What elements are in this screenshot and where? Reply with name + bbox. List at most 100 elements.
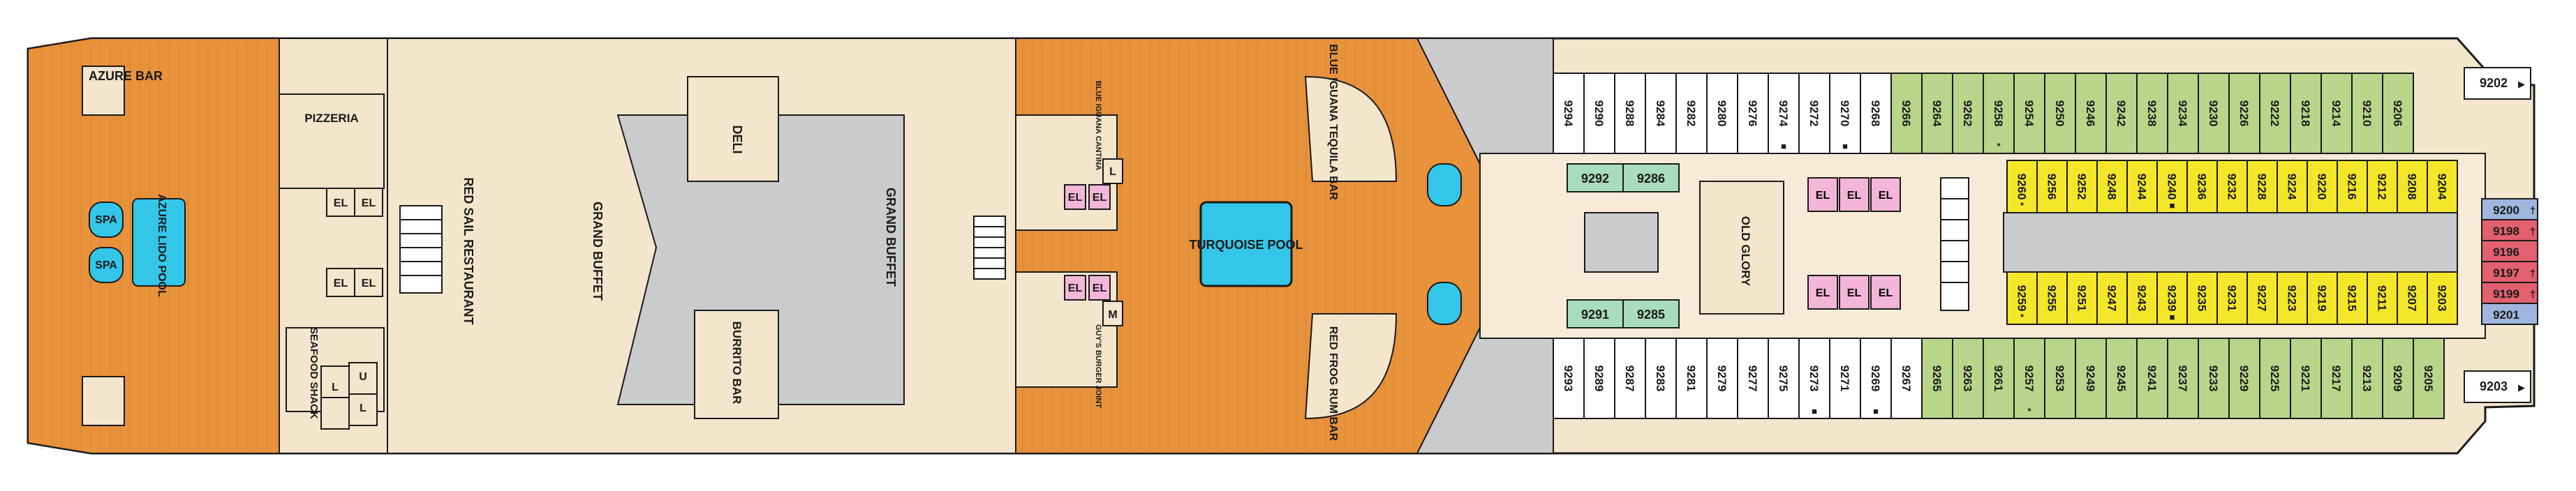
- elevator-5[interactable]: EL: [1839, 275, 1870, 310]
- cabin-9213[interactable]: 9213: [2351, 338, 2383, 419]
- cabin-9222[interactable]: 9222: [2259, 73, 2291, 154]
- cabin-9265[interactable]: 9265: [1921, 338, 1953, 419]
- cabin-9244[interactable]: 9244: [2126, 160, 2158, 213]
- cabin-9289[interactable]: 9289: [1583, 338, 1615, 419]
- cabin-9232[interactable]: 9232: [2216, 160, 2248, 213]
- cabin-9212[interactable]: 9212: [2367, 160, 2398, 213]
- cabin-9235[interactable]: 9235: [2186, 271, 2218, 325]
- cabin-9233[interactable]: 9233: [2198, 338, 2230, 419]
- cabin-9237[interactable]: 9237: [2167, 338, 2199, 419]
- cabin-9217[interactable]: 9217: [2320, 338, 2353, 419]
- cabin-9252[interactable]: 9252: [2066, 160, 2098, 213]
- cabin-9264[interactable]: 9264: [1921, 73, 1953, 154]
- cabin-9287[interactable]: 9287: [1614, 338, 1646, 419]
- cabin-9202[interactable]: 9202▶: [2464, 67, 2531, 100]
- cabin-9282[interactable]: 9282: [1675, 73, 1708, 154]
- cabin-9196[interactable]: 9196: [2481, 240, 2538, 262]
- cabin-9227[interactable]: 9227: [2246, 271, 2278, 325]
- cabin-9203[interactable]: 9203▶: [2464, 370, 2531, 403]
- azure-lido-pool[interactable]: [132, 198, 186, 287]
- cabin-9259[interactable]: 9259*: [2006, 271, 2038, 325]
- cabin-9231[interactable]: 9231: [2216, 271, 2248, 325]
- cabin-9280[interactable]: 9280: [1706, 73, 1738, 154]
- cabin-9284[interactable]: 9284: [1645, 73, 1677, 154]
- cabin-9281[interactable]: 9281: [1675, 338, 1708, 419]
- cabin-9263[interactable]: 9263: [1952, 338, 1984, 419]
- whirlpool-1[interactable]: [1427, 163, 1462, 206]
- cabin-9199[interactable]: 9199†: [2481, 282, 2538, 304]
- cabin-9230[interactable]: 9230: [2198, 73, 2230, 154]
- cabin-9216[interactable]: 9216: [2337, 160, 2368, 213]
- cabin-9214[interactable]: 9214: [2320, 73, 2353, 154]
- cabin-9293[interactable]: 9293: [1553, 338, 1585, 419]
- cabin-9228[interactable]: 9228: [2246, 160, 2278, 213]
- cabin-9242[interactable]: 9242: [2105, 73, 2138, 154]
- cabin-9204[interactable]: 9204: [2427, 160, 2458, 213]
- elevator-3[interactable]: EL: [1870, 177, 1901, 212]
- cabin-9226[interactable]: 9226: [2228, 73, 2260, 154]
- cabin-9272[interactable]: 9272: [1798, 73, 1830, 154]
- spa-2[interactable]: [89, 247, 124, 283]
- cabin-9245[interactable]: 9245: [2105, 338, 2138, 419]
- cabin-9241[interactable]: 9241: [2136, 338, 2168, 419]
- cabin-9256[interactable]: 9256: [2036, 160, 2068, 213]
- cabin-9258[interactable]: 9258*: [1983, 73, 2015, 154]
- cabin-9229[interactable]: 9229: [2228, 338, 2260, 419]
- cabin-9234[interactable]: 9234: [2167, 73, 2199, 154]
- cabin-9209[interactable]: 9209: [2382, 338, 2414, 419]
- cabin-9224[interactable]: 9224: [2277, 160, 2308, 213]
- cabin-9290[interactable]: 9290: [1583, 73, 1615, 154]
- cabin-9255[interactable]: 9255: [2036, 271, 2068, 325]
- cabin-9215[interactable]: 9215: [2337, 271, 2368, 325]
- cabin-9248[interactable]: 9248: [2096, 160, 2128, 213]
- cabin-9260[interactable]: 9260*: [2006, 160, 2038, 213]
- cabin-9206[interactable]: 9206: [2382, 73, 2414, 154]
- elevator-1[interactable]: EL: [1807, 177, 1838, 212]
- turquoise-pool[interactable]: [1199, 201, 1293, 287]
- cabin-9198[interactable]: 9198†: [2481, 219, 2538, 241]
- cabin-9203[interactable]: 9203: [2427, 271, 2458, 325]
- cabin-9276[interactable]: 9276: [1737, 73, 1769, 154]
- cabin-9221[interactable]: 9221: [2290, 338, 2322, 419]
- cabin-9218[interactable]: 9218: [2290, 73, 2322, 154]
- whirlpool-2[interactable]: [1427, 282, 1462, 325]
- cabin-9249[interactable]: 9249: [2075, 338, 2107, 419]
- cabin-9262[interactable]: 9262: [1952, 73, 1984, 154]
- cabin-9243[interactable]: 9243: [2126, 271, 2158, 325]
- cabin-9270[interactable]: 9270■: [1829, 73, 1861, 154]
- cabin-9238[interactable]: 9238: [2136, 73, 2168, 154]
- cabin-9253[interactable]: 9253: [2044, 338, 2076, 419]
- spa-1[interactable]: [89, 202, 124, 238]
- cabin-9257[interactable]: 9257*: [2013, 338, 2045, 419]
- cabin-9274[interactable]: 9274■: [1768, 73, 1800, 154]
- cabin-9236[interactable]: 9236: [2186, 160, 2218, 213]
- cabin-9220[interactable]: 9220: [2307, 160, 2338, 213]
- cabin-9250[interactable]: 9250: [2044, 73, 2076, 154]
- elevator-4[interactable]: EL: [1807, 275, 1838, 310]
- cabin-9205[interactable]: 9205: [2413, 338, 2445, 419]
- cabin-9200[interactable]: 9200†: [2481, 198, 2538, 220]
- cabin-9223[interactable]: 9223: [2277, 271, 2308, 325]
- cabin-9288[interactable]: 9288: [1614, 73, 1646, 154]
- cabin-9285[interactable]: 9285: [1622, 299, 1680, 328]
- cabin-9210[interactable]: 9210: [2351, 73, 2383, 154]
- cabin-9266[interactable]: 9266: [1890, 73, 1923, 154]
- cabin-9225[interactable]: 9225: [2259, 338, 2291, 419]
- cabin-9239[interactable]: 9239■: [2156, 271, 2188, 325]
- cabin-9286[interactable]: 9286: [1622, 163, 1680, 192]
- cabin-9254[interactable]: 9254: [2013, 73, 2045, 154]
- cabin-9268[interactable]: 9268: [1860, 73, 1892, 154]
- cabin-9275[interactable]: 9275: [1768, 338, 1800, 419]
- cabin-9251[interactable]: 9251: [2066, 271, 2098, 325]
- cabin-9240[interactable]: 9240■: [2156, 160, 2188, 213]
- cabin-9273[interactable]: 9273■: [1798, 338, 1830, 419]
- cabin-9291[interactable]: 9291: [1567, 299, 1624, 328]
- cabin-9277[interactable]: 9277: [1737, 338, 1769, 419]
- cabin-9261[interactable]: 9261: [1983, 338, 2015, 419]
- cabin-9283[interactable]: 9283: [1645, 338, 1677, 419]
- cabin-9197[interactable]: 9197†: [2481, 261, 2538, 283]
- cabin-9269[interactable]: 9269■: [1860, 338, 1892, 419]
- cabin-9292[interactable]: 9292: [1567, 163, 1624, 192]
- elevator-2[interactable]: EL: [1839, 177, 1870, 212]
- cabin-9247[interactable]: 9247: [2096, 271, 2128, 325]
